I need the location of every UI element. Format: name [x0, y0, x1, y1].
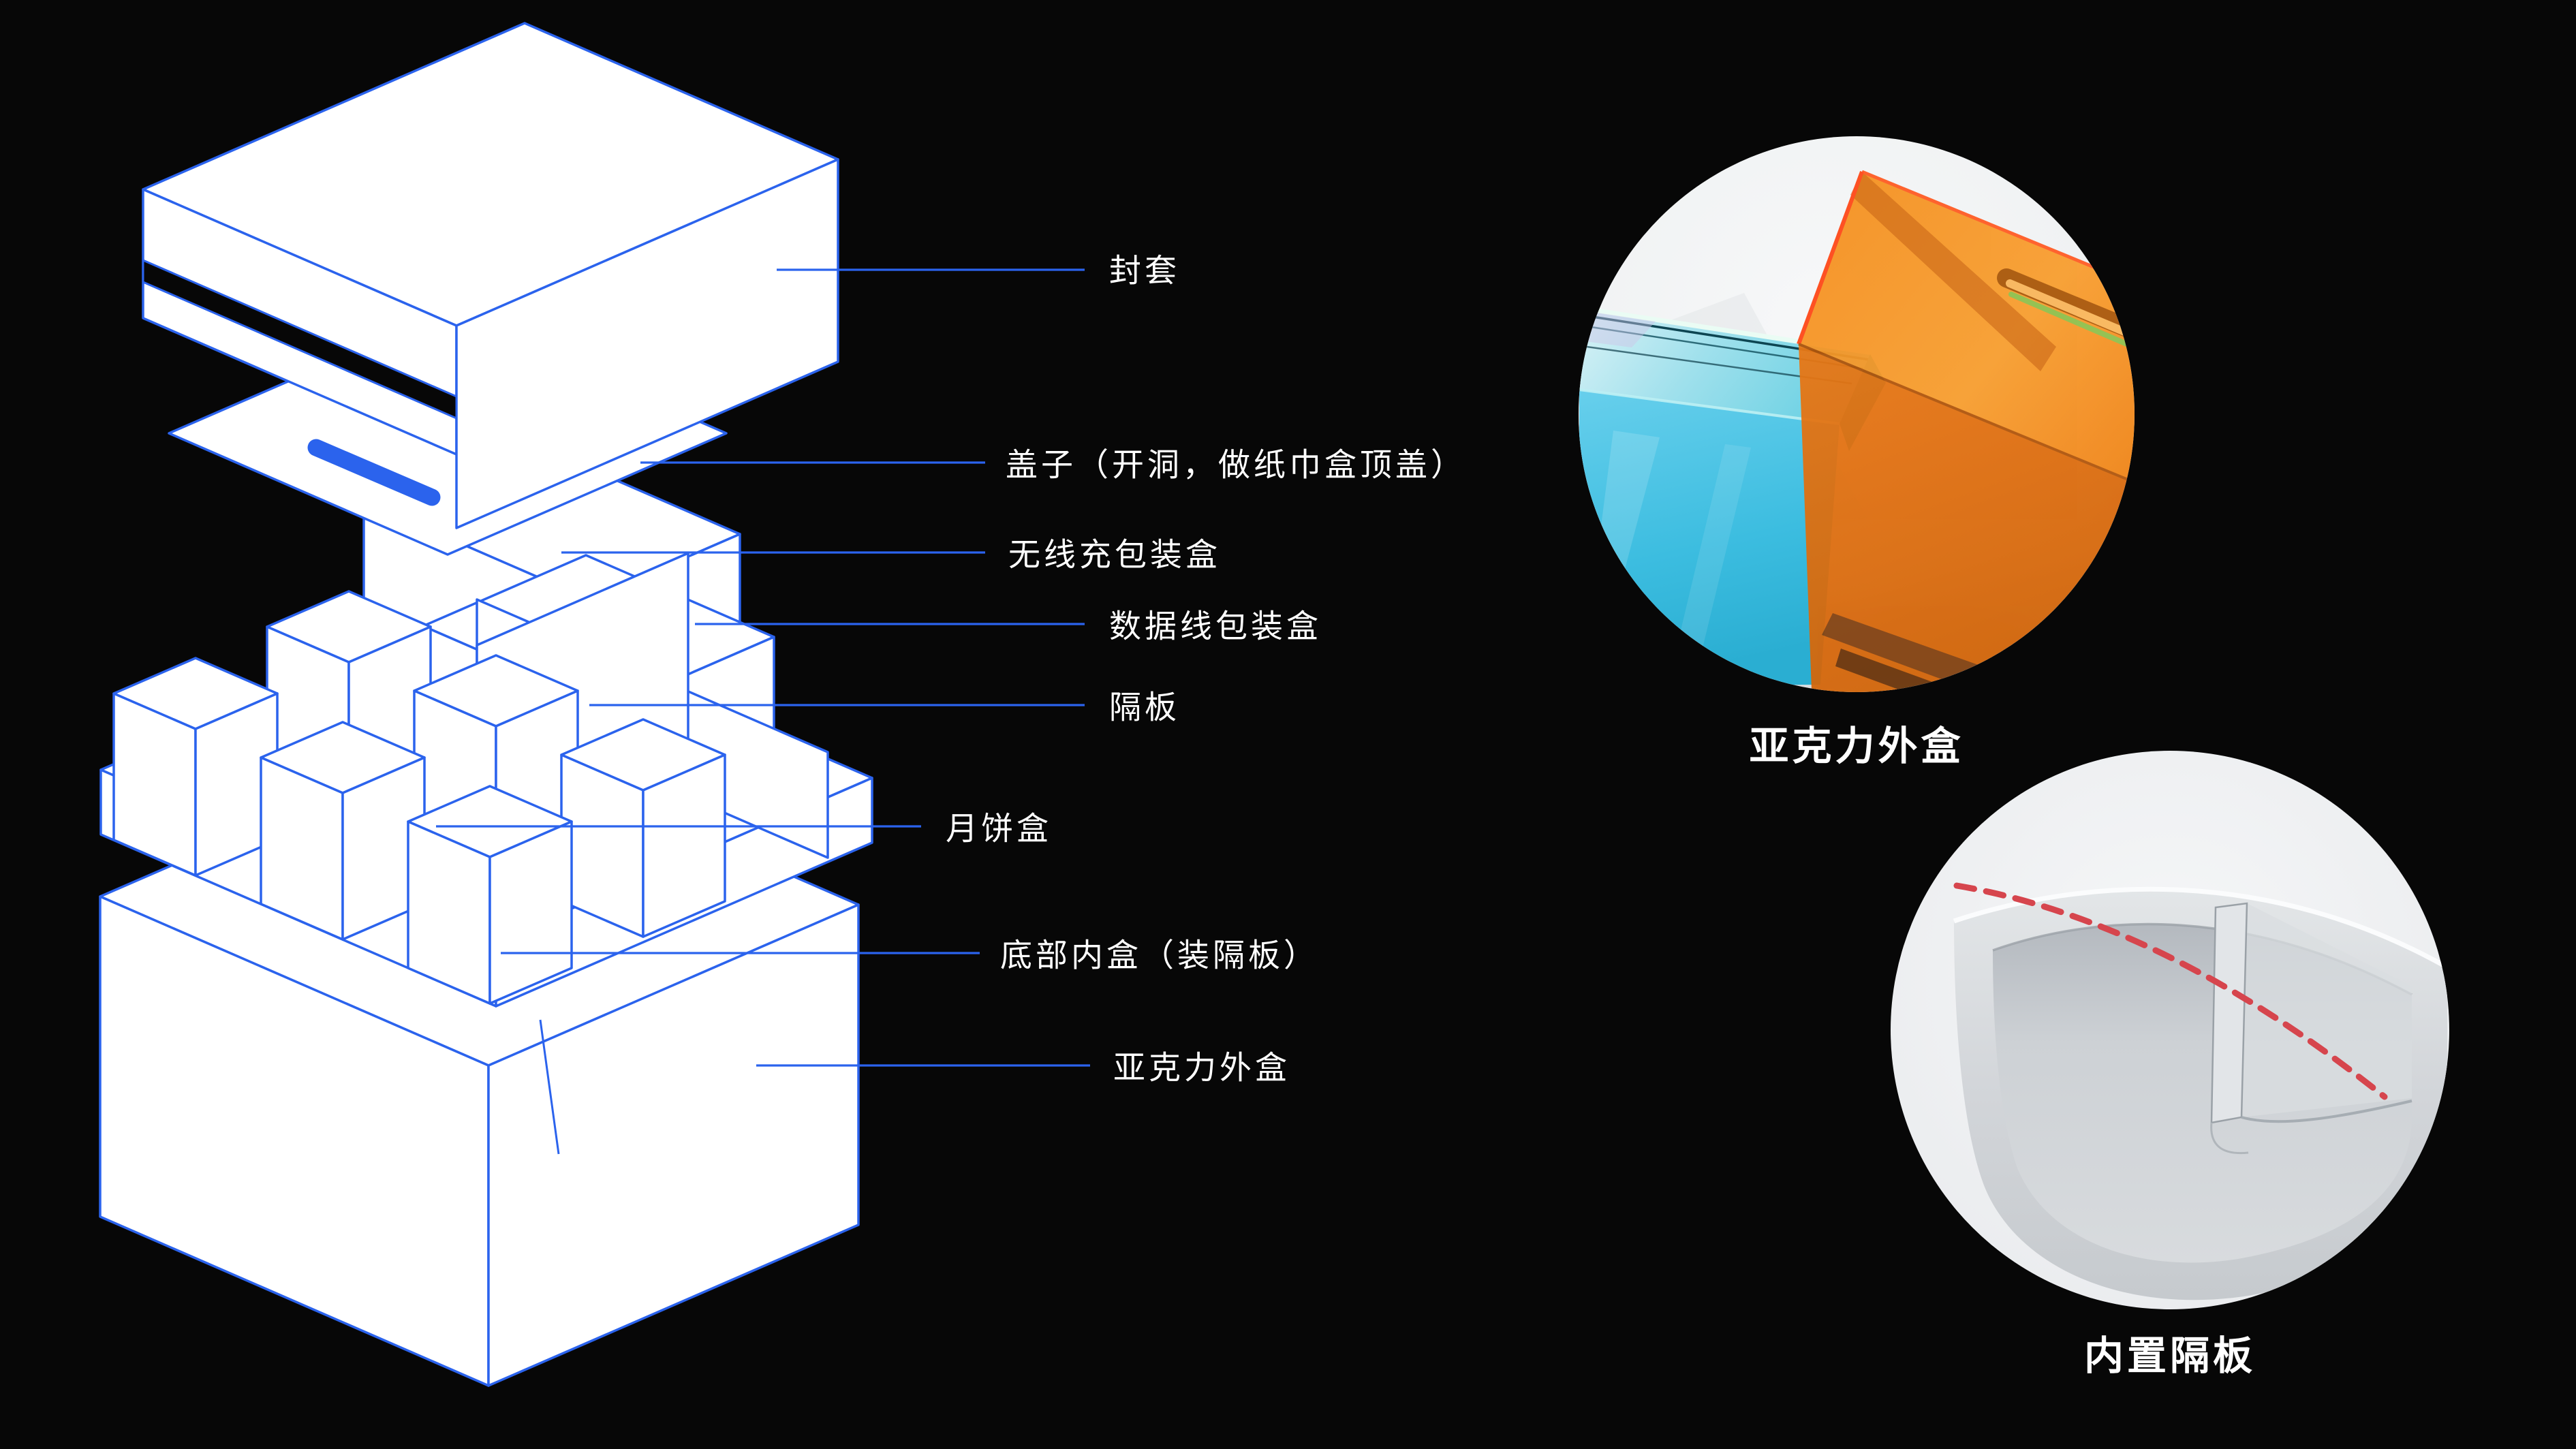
sleeve-opening-slit [142, 259, 458, 420]
right-compartment [2241, 903, 2412, 1117]
slot-green-edge [2008, 292, 2135, 381]
photo-acrylic-outer-box [1579, 136, 2135, 692]
orange-acrylic-box [1797, 170, 2135, 692]
photo1-caption: 亚克力外盒 [1749, 724, 1964, 768]
callout-sleeve: 封套 [1109, 252, 1180, 289]
callout-divider: 隔板 [1109, 689, 1180, 726]
mooncake-box-5 [260, 721, 426, 941]
inner-wall-edge [1850, 172, 2056, 371]
exploded-diagram [99, 22, 1090, 1387]
outer-box-right-face [487, 903, 860, 1387]
sleeve-right-face [455, 158, 839, 529]
callout-lid: 盖子（开洞，做纸巾盒顶盖） [1006, 446, 1466, 483]
callout-data-cable-box: 数据线包装盒 [1109, 608, 1322, 644]
photo-inner-divider [1891, 751, 2449, 1309]
mooncake-boxes-drawing [112, 590, 726, 1005]
lid-slot [307, 439, 441, 506]
gray-tray [1953, 886, 2449, 1300]
callout-bottom-inner-box: 底部内盒（装隔板） [1000, 937, 1319, 973]
sleeve-drawing [142, 22, 839, 529]
mooncake-box-6 [407, 785, 573, 1005]
divider-wall [2210, 902, 2248, 1124]
photo2-caption: 内置隔板 [2083, 1334, 2256, 1378]
iridescent-sheen [1579, 310, 1656, 347]
leader-lines [436, 268, 1090, 1067]
outer-box-fold-seam [539, 1019, 560, 1155]
mooncake-box-4 [112, 657, 279, 877]
mooncake-box-3 [560, 718, 726, 938]
callout-acrylic-outer-box: 亚克力外盒 [1113, 1049, 1290, 1086]
callout-mooncake-box: 月饼盒 [946, 810, 1052, 847]
divider-annotation-dashes [1953, 882, 2388, 1100]
callout-wireless-charger-box: 无线充包装盒 [1008, 536, 1221, 573]
